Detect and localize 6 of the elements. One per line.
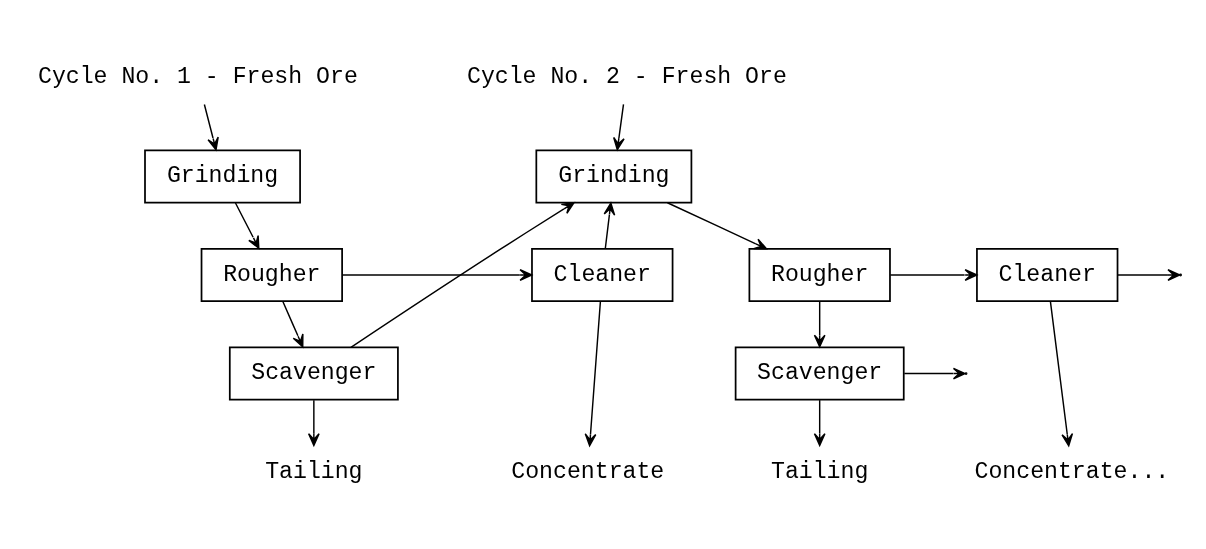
node-text: Concentrate <box>511 458 665 485</box>
node-text: Cycle No. 1 - Fresh Ore <box>37 63 358 90</box>
node-text: Cycle No. 2 - Fresh Ore <box>467 63 787 90</box>
node-text: Tailing <box>771 458 869 485</box>
node-text: Concentrate... <box>974 458 1170 485</box>
node-text: Tailing <box>265 458 363 485</box>
